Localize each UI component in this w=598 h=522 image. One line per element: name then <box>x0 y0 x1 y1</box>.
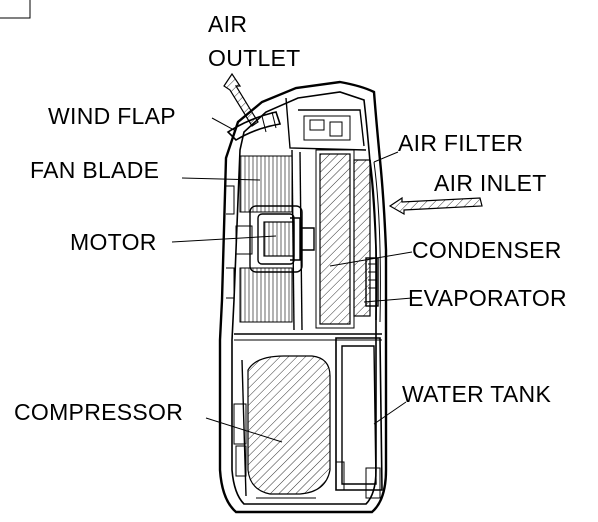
fan-assembly <box>226 155 315 323</box>
label-air-outlet-line2: OUTLET <box>208 45 301 71</box>
condenser <box>315 149 355 329</box>
leader-lines <box>171 117 413 443</box>
label-air-inlet: AIR INLET <box>434 170 547 196</box>
air-filter <box>369 159 381 323</box>
water-tank <box>335 337 383 499</box>
label-water-tank: WATER TANK <box>402 381 551 407</box>
wind-flap <box>226 111 282 142</box>
label-compressor: COMPRESSOR <box>14 399 183 425</box>
label-evaporator: EVAPORATOR <box>408 285 567 311</box>
fan-blade-top <box>239 155 293 213</box>
air-outlet-arrow <box>223 72 259 127</box>
label-air-outlet-line1: AIR <box>208 11 247 37</box>
evaporator <box>353 159 379 317</box>
motor <box>263 217 315 261</box>
label-condenser: CONDENSER <box>412 237 562 263</box>
corner-fragment <box>0 0 31 19</box>
compressor <box>233 355 331 505</box>
label-motor: MOTOR <box>70 229 157 255</box>
label-air-filter: AIR FILTER <box>398 130 523 156</box>
label-fan-blade: FAN BLADE <box>30 157 159 183</box>
air-inlet-arrow <box>388 196 483 216</box>
fan-blade-bottom <box>239 267 293 323</box>
label-wind-flap: WIND FLAP <box>48 103 176 129</box>
